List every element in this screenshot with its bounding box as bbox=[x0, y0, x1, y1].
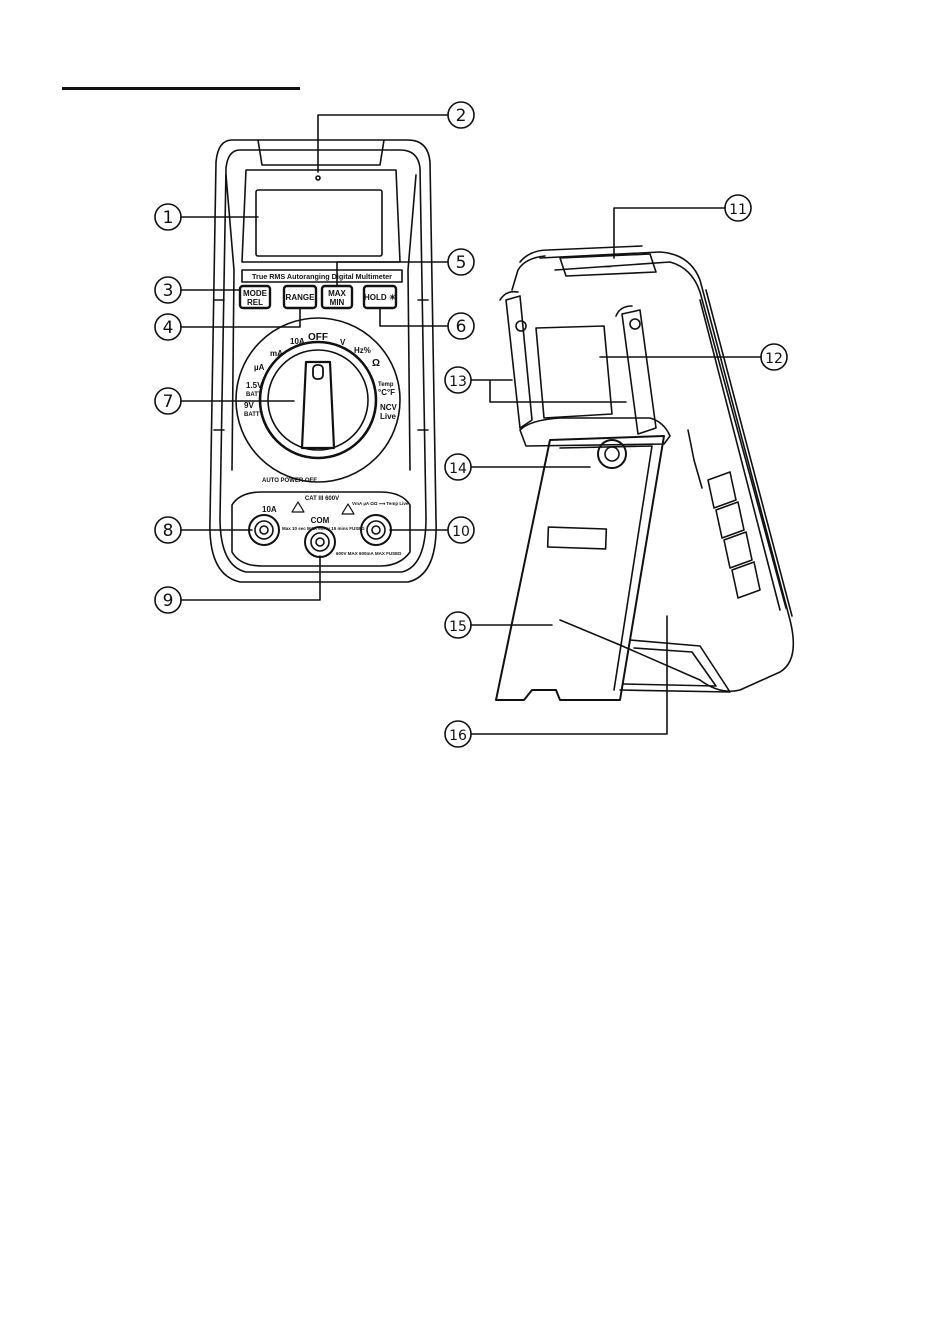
callout-5: 5 bbox=[456, 253, 467, 273]
callout-9: 9 bbox=[163, 591, 174, 611]
callout-4: 4 bbox=[163, 318, 174, 338]
back-meter: ≈≈≈ bbox=[496, 246, 793, 700]
range-button[interactable]: RANGE bbox=[284, 286, 316, 308]
mode-label: MODE bbox=[243, 289, 268, 298]
heading-rule bbox=[62, 87, 300, 90]
max-min-button[interactable]: MAX MIN bbox=[322, 286, 352, 308]
callouts: 1 2 3 4 5 6 7 bbox=[155, 102, 787, 747]
jack-right-top-note: VmA µA ΩΩ ⟶ Temp Live bbox=[352, 501, 409, 506]
dial-10a: 10A bbox=[290, 337, 305, 346]
dial-ohm: Ω bbox=[372, 358, 380, 369]
jack-left-note: Max 10 sec MAX every 15 mins FUSED bbox=[282, 526, 365, 531]
jack-right-note: 600V MAX 600mA MAX FUSED bbox=[336, 551, 402, 556]
callout-15: 15 bbox=[449, 619, 467, 635]
jack-v[interactable] bbox=[361, 515, 391, 545]
jack-10a[interactable] bbox=[249, 515, 279, 545]
callout-3: 3 bbox=[163, 281, 174, 301]
jack-com[interactable] bbox=[305, 527, 335, 557]
callout-8: 8 bbox=[163, 521, 174, 541]
callout-7: 7 bbox=[163, 392, 174, 412]
dial-deg: °C°F bbox=[378, 388, 395, 397]
hanger-arm-right bbox=[622, 310, 656, 434]
dial-9v: 9V bbox=[244, 401, 254, 410]
warning-icon-left bbox=[292, 502, 304, 512]
callout-1: 1 bbox=[163, 208, 174, 228]
dial-ncv: NCV bbox=[380, 403, 398, 412]
callout-13: 13 bbox=[449, 374, 467, 390]
cat-rating: CAT III 600V bbox=[305, 496, 339, 502]
rel-label: REL bbox=[247, 298, 263, 307]
mode-rel-button[interactable]: MODE REL bbox=[240, 286, 270, 308]
battery-cover bbox=[536, 326, 612, 418]
dial-knob[interactable] bbox=[302, 362, 334, 448]
callout-2: 2 bbox=[456, 106, 467, 126]
dial-live: Live bbox=[380, 412, 397, 421]
jack-10a-label: 10A bbox=[262, 505, 277, 514]
auto-power-off-text: AUTO POWER OFF bbox=[262, 478, 317, 484]
dial-ua: µA bbox=[254, 363, 265, 372]
front-banner: True RMS Autoranging Digital Multimeter bbox=[252, 272, 392, 281]
hold-button[interactable]: HOLD ☀ bbox=[364, 286, 396, 308]
min-label: MIN bbox=[330, 298, 345, 307]
dial-1-5v: 1.5V bbox=[246, 381, 263, 390]
callout-10: 10 bbox=[452, 524, 470, 540]
range-label: RANGE bbox=[286, 293, 316, 302]
callout-14: 14 bbox=[449, 461, 467, 477]
kickstand[interactable] bbox=[496, 436, 664, 700]
callout-6: 6 bbox=[456, 317, 467, 337]
dial-hz: Hz% bbox=[354, 346, 371, 355]
rotary-dial[interactable] bbox=[260, 342, 376, 458]
dial-ma: mA bbox=[270, 349, 283, 358]
callout-12: 12 bbox=[765, 351, 783, 367]
lcd-screen bbox=[256, 190, 382, 256]
dial-v: V bbox=[340, 338, 346, 347]
dial-batt-2: BATT bbox=[244, 412, 260, 418]
jack-com-label: COM bbox=[311, 516, 330, 525]
callout-11: 11 bbox=[729, 202, 747, 218]
max-label: MAX bbox=[328, 289, 346, 298]
svg-text:≈≈≈: ≈≈≈ bbox=[605, 264, 612, 269]
dial-batt-1: BATT bbox=[246, 392, 262, 398]
hold-label: HOLD ☀ bbox=[364, 293, 396, 302]
dial-off: OFF bbox=[308, 332, 328, 343]
callout-16: 16 bbox=[449, 728, 467, 744]
hanger-arm-left bbox=[506, 296, 532, 428]
front-meter: True RMS Autoranging Digital Multimeter … bbox=[210, 140, 436, 582]
